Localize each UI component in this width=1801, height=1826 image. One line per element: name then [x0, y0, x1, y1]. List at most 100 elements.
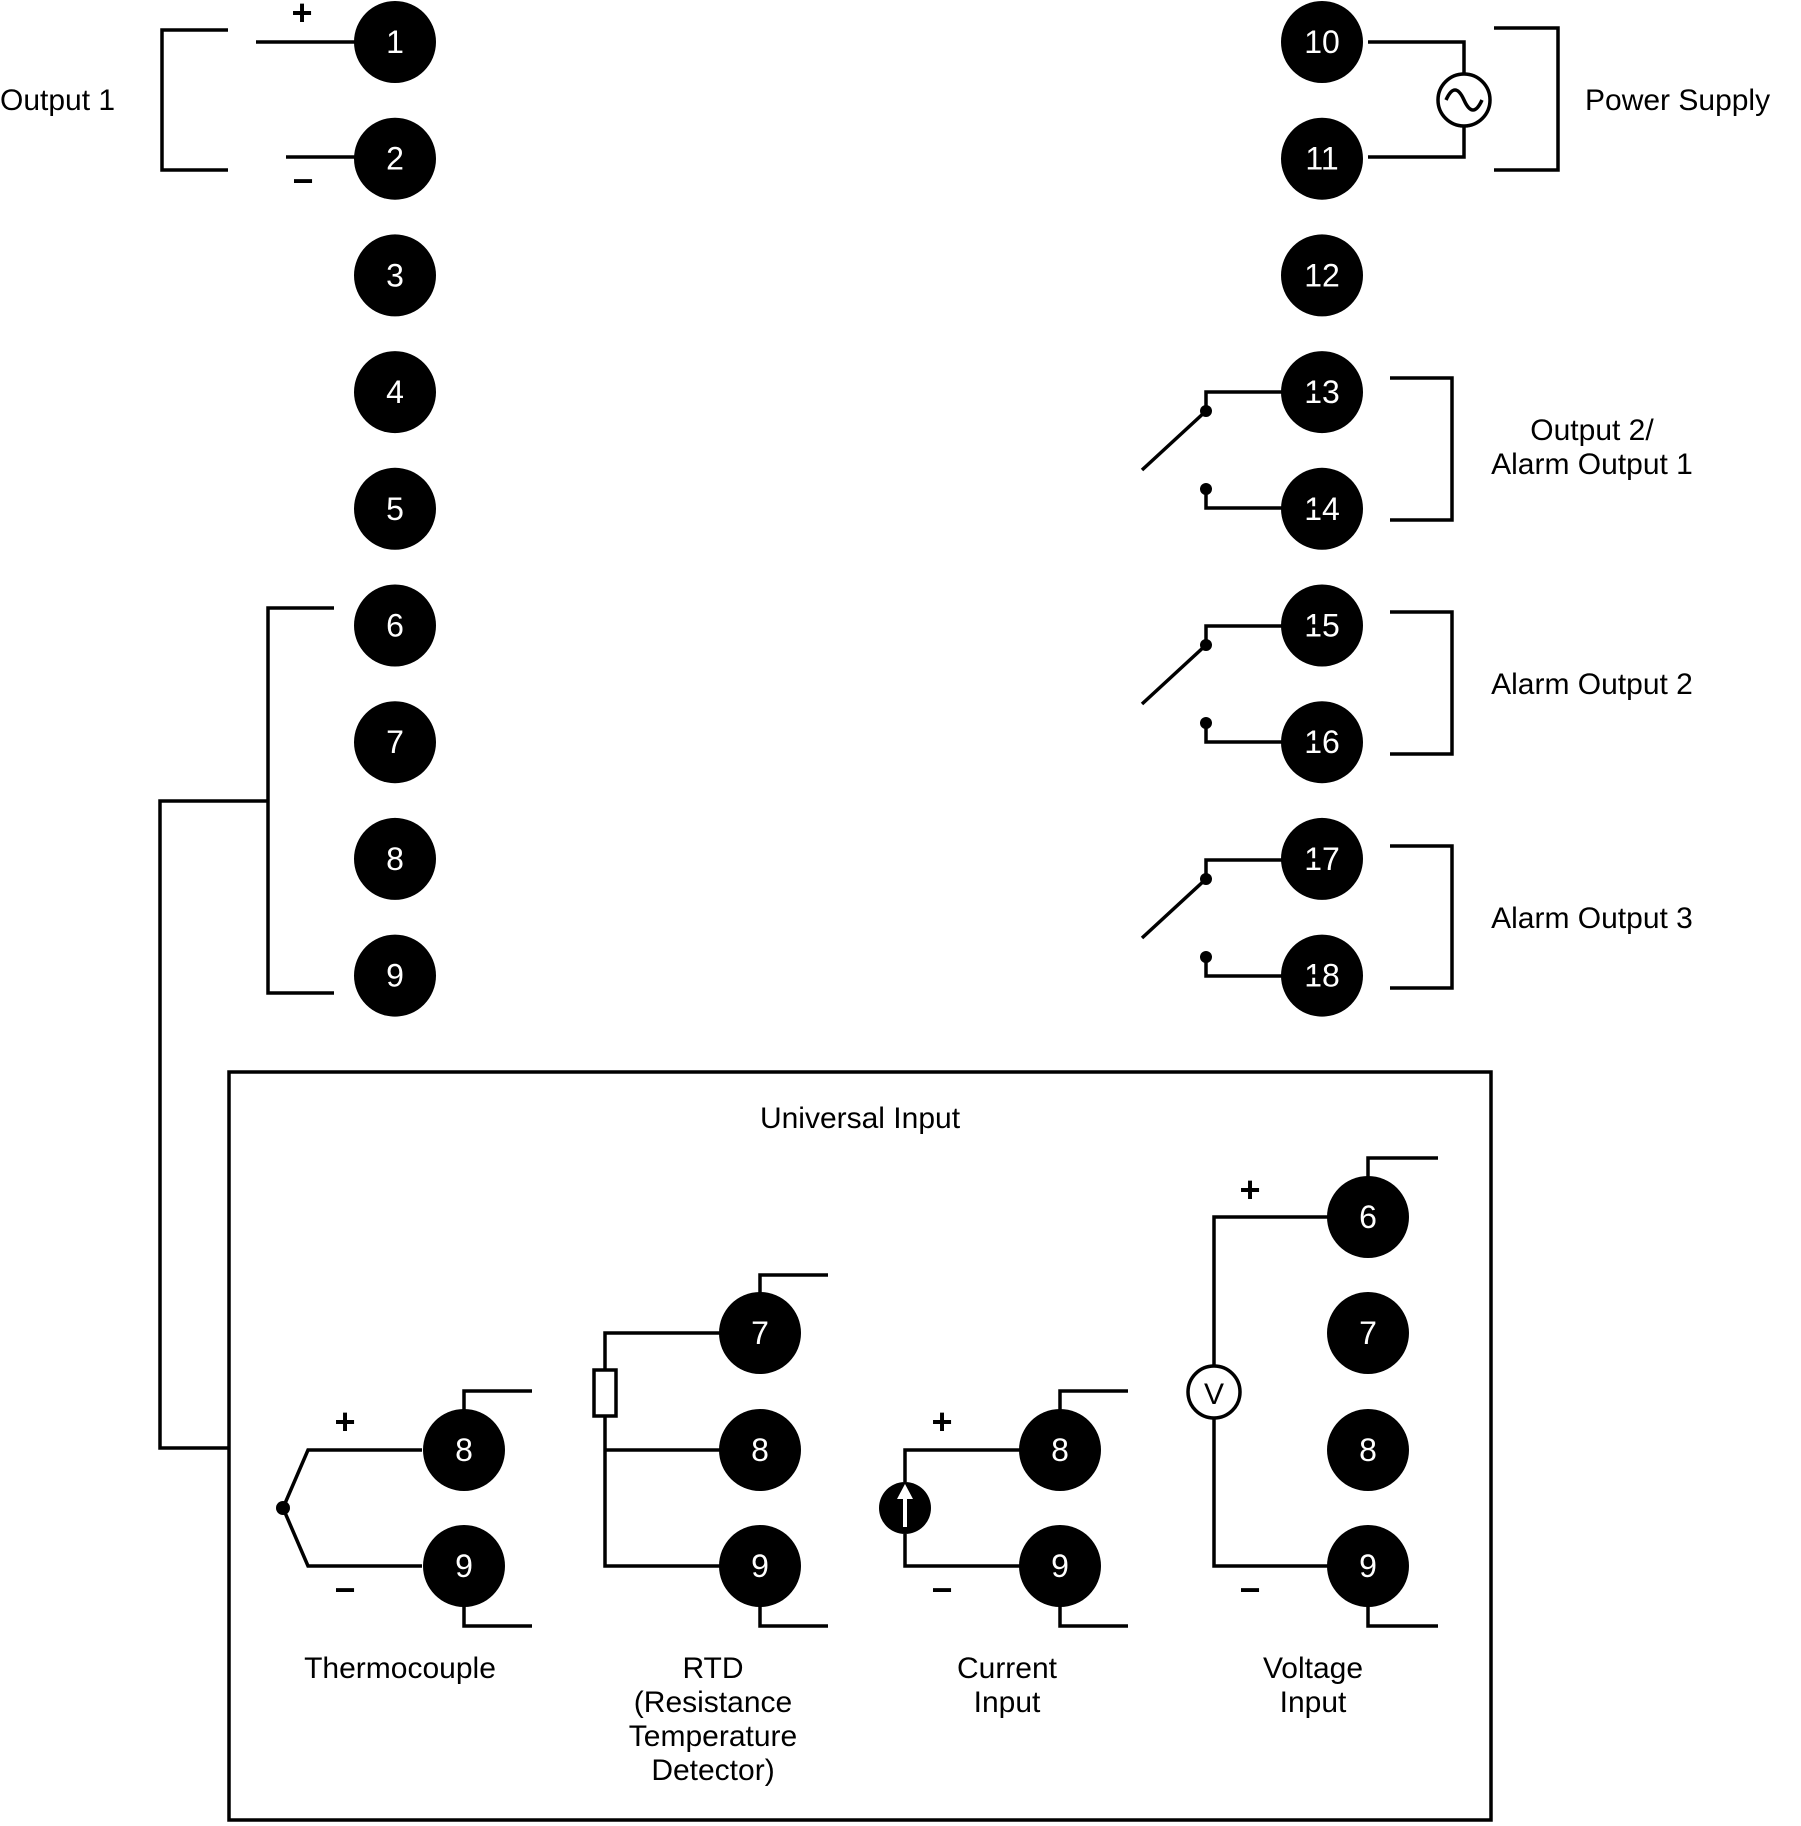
output2-alarm1-label-line2: Alarm Output 1 — [1491, 448, 1693, 481]
terminal-2: 2 — [354, 117, 436, 200]
rtd-section: 789 RTD (Resistance Temperature Detector… — [592, 1273, 828, 1787]
terminal-3: 3 — [354, 234, 436, 317]
relay-switch-icon — [1140, 643, 1208, 706]
minus-sign: − — [334, 1569, 355, 1610]
terminal-number: 9 — [386, 958, 404, 994]
terminal-circle — [423, 1409, 505, 1491]
minus-sign: − — [292, 160, 313, 201]
ac-sine-icon — [1436, 72, 1492, 128]
terminal-8: 8 — [354, 817, 436, 900]
terminal-number: 11 — [1305, 141, 1338, 177]
svg-text:V: V — [1204, 1378, 1224, 1411]
current-input-section: + − 8 9 Current Input — [879, 1389, 1128, 1719]
terminal-circle — [1019, 1525, 1101, 1607]
thermocouple-junction-icon — [276, 1501, 290, 1515]
terminal-circle — [719, 1409, 801, 1491]
terminal-10: 10 — [1281, 1, 1363, 83]
left-terminal-column: 1 2 3 4 5 6 7 8 9 — [354, 1, 436, 1017]
terminal-circle — [354, 234, 436, 317]
thermocouple-label: Thermocouple — [304, 1652, 496, 1685]
rtd-terminal-7: 7 — [719, 1292, 801, 1374]
terminal-number: 9 — [1359, 1548, 1377, 1584]
voltmeter-icon: V — [1186, 1364, 1242, 1420]
voltage-terminal-9: 9 — [1327, 1525, 1409, 1607]
terminal-number: 3 — [386, 257, 404, 293]
terminal-circle — [1327, 1292, 1409, 1374]
terminal-circle — [1281, 1, 1363, 83]
terminal-4: 4 — [354, 351, 436, 434]
terminal-circle — [1281, 117, 1363, 200]
terminal-number: 8 — [1359, 1432, 1377, 1468]
terminal-number: 7 — [751, 1315, 769, 1351]
terminal-circle — [423, 1525, 505, 1607]
relay-switch-icon — [1140, 877, 1208, 940]
terminal-circle — [354, 1, 436, 83]
voltage-input-label-line2: Input — [1280, 1686, 1347, 1719]
plus-sign: + — [1239, 1169, 1260, 1210]
plus-sign: + — [334, 1401, 355, 1442]
relay-switch-icon — [1140, 409, 1208, 472]
terminal-number: 8 — [751, 1432, 769, 1468]
terminal-9: 9 — [354, 934, 436, 1017]
rtd-label-line2: (Resistance — [634, 1686, 792, 1719]
terminal-number: 7 — [386, 724, 404, 760]
terminal-circle — [1281, 234, 1363, 317]
terminal-number: 9 — [1051, 1548, 1069, 1584]
terminal-number: 6 — [386, 608, 404, 644]
terminal-circle — [354, 817, 436, 900]
terminal-circle — [1019, 1409, 1101, 1491]
terminal-number: 8 — [386, 841, 404, 877]
universal-input-box: Universal Input + − 89 Thermocouple 789 … — [227, 1070, 1493, 1822]
terminal-number: 8 — [455, 1432, 473, 1468]
terminal-circle — [719, 1292, 801, 1374]
rtd-label-line1: RTD — [682, 1652, 743, 1685]
terminal-6: 6 — [354, 584, 436, 667]
voltage-terminal-6: 6 — [1327, 1176, 1409, 1258]
current-input-label-line1: Current — [957, 1652, 1058, 1685]
minus-sign: − — [931, 1569, 952, 1610]
universal-input-title: Universal Input — [760, 1102, 961, 1135]
plus-sign: + — [931, 1401, 952, 1442]
current-terminal-9: 9 — [1019, 1525, 1101, 1607]
terminal-number: 9 — [751, 1548, 769, 1584]
terminal-number: 10 — [1304, 24, 1340, 60]
rtd-label-line3: Temperature — [629, 1720, 797, 1753]
terminal-number: 7 — [1359, 1315, 1377, 1351]
voltage-terminal-8: 8 — [1327, 1409, 1409, 1491]
voltage-input-label-line1: Voltage — [1263, 1652, 1363, 1685]
voltage-terminal-7: 7 — [1327, 1292, 1409, 1374]
current-input-label-line2: Input — [974, 1686, 1041, 1719]
terminal-circle — [1327, 1525, 1409, 1607]
terminal-number: 6 — [1359, 1199, 1377, 1235]
output1-label: Output 1 — [0, 84, 115, 117]
terminal-circle — [719, 1525, 801, 1607]
terminal-number: 9 — [455, 1548, 473, 1584]
current-terminal-8: 8 — [1019, 1409, 1101, 1491]
terminal-circle — [354, 467, 436, 550]
rtd-terminal-9: 9 — [719, 1525, 801, 1607]
terminal-circle — [354, 934, 436, 1017]
terminal-number: 8 — [1051, 1432, 1069, 1468]
terminal-number: 1 — [386, 24, 404, 60]
terminal-1: 1 — [354, 1, 436, 83]
thermocouple-section: + − 8 9 Thermocouple — [276, 1389, 532, 1685]
alarm-output3-label: Alarm Output 3 — [1491, 902, 1693, 935]
alarm-output2-group: Alarm Output 2 — [1140, 610, 1693, 756]
terminal-7: 7 — [354, 701, 436, 784]
power-supply-group: Power Supply — [1368, 26, 1770, 172]
output2-alarm1-label-line1: Output 2/ — [1530, 414, 1654, 447]
alarm-output3-group: Alarm Output 3 — [1140, 844, 1693, 990]
input-bracket — [266, 606, 334, 995]
terminal-number: 5 — [386, 491, 404, 527]
terminal-circle — [354, 351, 436, 434]
current-source-icon — [879, 1482, 931, 1534]
output2-alarm1-group: Output 2/ Alarm Output 1 — [1140, 376, 1693, 522]
terminal-circle — [1327, 1409, 1409, 1491]
thermocouple-terminal-9: 9 — [423, 1525, 505, 1607]
rtd-terminal-8: 8 — [719, 1409, 801, 1491]
terminal-12: 12 — [1281, 234, 1363, 317]
terminal-circle — [1327, 1176, 1409, 1258]
